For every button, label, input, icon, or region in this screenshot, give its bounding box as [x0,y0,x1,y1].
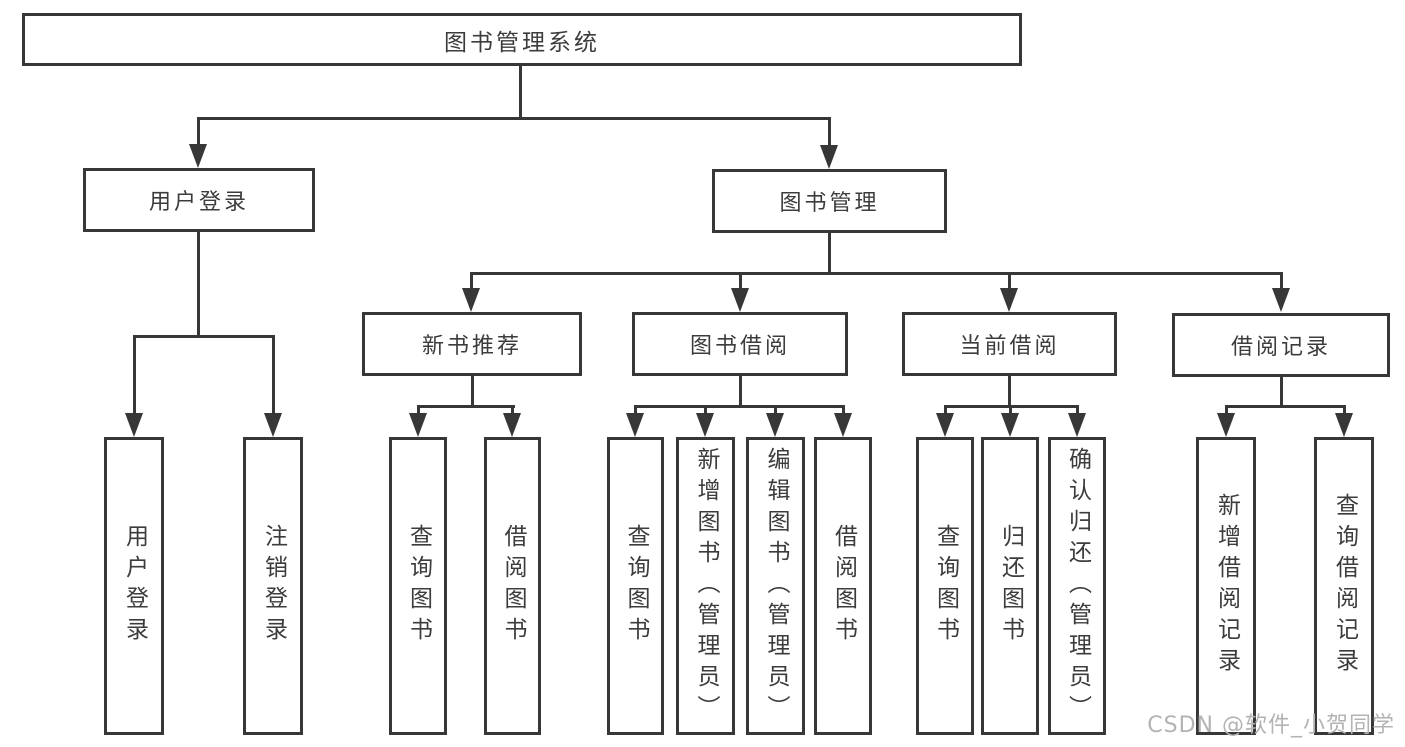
connector-line [739,376,742,407]
connector-arrow-down [264,413,282,437]
connector-line [634,405,845,408]
connector-line [774,405,777,419]
connector-line [1280,377,1283,407]
node-user-login-label: 用户登录 [148,190,249,215]
leaf-current-return-book: 归还图书 [981,437,1039,735]
connector-line [197,117,200,149]
node-borrow-records: 借阅记录 [1172,313,1390,377]
connector-arrow-down [189,144,207,168]
csdn-watermark: CSDN @软件_小贺同学 [1147,713,1395,738]
node-book-borrow: 图书借阅 [632,312,848,376]
connector-arrow-down [125,413,143,437]
node-borrow-records-label: 借阅记录 [1230,335,1331,360]
leaf-borrow-add-book-admin: 新增图书（管理员） [676,437,735,735]
connector-line [1225,405,1346,408]
leaf-borrow-borrow-book: 借阅图书 [814,437,872,735]
connector-line [1076,405,1079,419]
connector-line [197,117,831,120]
connector-line [704,405,707,419]
leaf-logout-login: 注销登录 [243,437,303,735]
connector-arrow-down [820,145,838,169]
connector-arrow-down [1000,288,1018,312]
connector-line [739,272,742,292]
connector-arrow-down [1335,413,1353,437]
node-root-label: 图书管理系统 [444,29,600,56]
leaf-borrow-borrow-book-label: 借阅图书 [830,524,857,648]
connector-line [471,376,474,407]
leaf-borrow-add-book-admin-label: 新增图书（管理员） [693,446,719,726]
connector-line [634,405,637,419]
node-book-management-label: 图书管理 [779,191,880,216]
leaf-borrow-query-book-label: 查询图书 [623,524,649,648]
connector-arrow-down [503,413,521,437]
connector-arrow-down [936,413,954,437]
connector-line [272,335,275,419]
connector-arrow-down [409,413,427,437]
leaf-newbooks-query-book-label: 查询图书 [405,524,432,648]
connector-arrow-down [696,413,714,437]
connector-line [470,272,1283,275]
leaf-borrow-edit-book-admin: 编辑图书（管理员） [746,437,805,735]
connector-line [417,405,420,419]
leaf-records-add-record-label: 新增借阅记录 [1213,493,1240,679]
connector-line [842,405,845,419]
connector-line [133,335,136,419]
connector-arrow-down [834,413,852,437]
connector-line [1225,405,1228,419]
connector-line [828,233,831,275]
connector-line [828,117,831,149]
node-current-borrow: 当前借阅 [902,312,1117,376]
node-user-login: 用户登录 [83,168,315,232]
connector-line [470,272,473,292]
connector-line [511,405,514,419]
connector-arrow-down [766,413,784,437]
leaf-current-query-book-label: 查询图书 [932,524,959,648]
node-current-borrow-label: 当前借阅 [959,334,1060,359]
connector-arrow-down [1001,413,1019,437]
node-new-book-recommend: 新书推荐 [362,312,582,376]
leaf-current-confirm-return-admin-label: 确认归还（管理员） [1064,446,1091,726]
node-book-borrow-label: 图书借阅 [689,334,790,359]
leaf-newbooks-query-book: 查询图书 [389,437,447,735]
connector-line [1343,405,1346,419]
leaf-records-query-record-label: 查询借阅记录 [1331,493,1358,679]
leaf-logout-login-label: 注销登录 [260,524,287,648]
connector-line [197,232,200,338]
leaf-current-confirm-return-admin: 确认归还（管理员） [1048,437,1106,735]
connector-arrow-down [731,288,749,312]
connector-line [1008,376,1011,407]
leaf-newbooks-borrow-book-label: 借阅图书 [500,524,526,648]
leaf-newbooks-borrow-book: 借阅图书 [484,437,541,735]
node-book-management: 图书管理 [712,169,947,233]
connector-line [417,405,515,408]
leaf-borrow-edit-book-admin-label: 编辑图书（管理员） [763,446,789,726]
connector-line [1008,272,1011,292]
leaf-current-return-book-label: 归还图书 [997,524,1024,648]
leaf-records-query-record: 查询借阅记录 [1314,437,1374,735]
node-new-book-recommend-label: 新书推荐 [421,334,522,359]
leaf-current-query-book: 查询图书 [916,437,974,735]
connector-arrow-down [1272,288,1290,312]
connector-line [1280,272,1283,292]
node-root: 图书管理系统 [22,13,1022,66]
leaf-user-login-label: 用户登录 [121,524,148,648]
connector-line [519,66,522,120]
connector-line [1009,405,1012,419]
connector-arrow-down [1068,413,1086,437]
leaf-user-login: 用户登录 [104,437,164,735]
connector-line [944,405,947,419]
connector-arrow-down [1217,413,1235,437]
connector-arrow-down [626,413,644,437]
connector-line [133,335,275,338]
leaf-borrow-query-book: 查询图书 [607,437,664,735]
connector-arrow-down [462,288,480,312]
leaf-records-add-record: 新增借阅记录 [1196,437,1256,735]
